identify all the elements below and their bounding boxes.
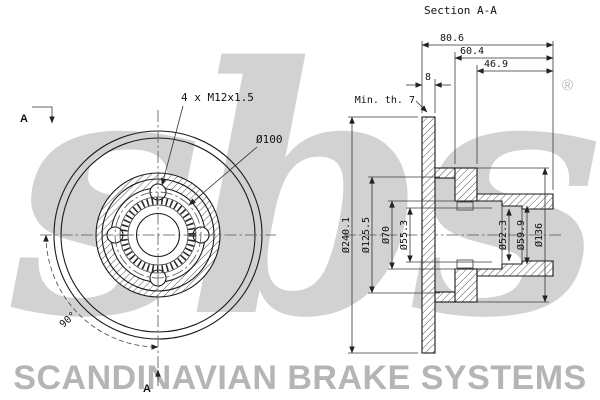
section-title: Section A-A (424, 4, 497, 17)
bolt-circle-label: Ø100 (256, 133, 283, 146)
dim-bore599: Ø59.9 (515, 220, 527, 250)
bolt-circle-leader-line (188, 146, 258, 206)
disc-plate-section (421, 116, 436, 354)
section-marker-top-label: A (20, 113, 28, 125)
hat-wall-bottom (434, 291, 456, 303)
min-thickness-leader (415, 100, 428, 113)
dim-bore553: Ø55.3 (398, 220, 410, 250)
dim-hat-dia: Ø125.5 (360, 217, 372, 253)
dim-bore70: Ø70 (380, 226, 392, 244)
dim-total-width: 80.6 (440, 33, 464, 44)
bearing-housing-top-wall (476, 193, 554, 210)
flange-top (454, 167, 478, 202)
dim-outer-dia: Ø240.1 (340, 217, 352, 253)
flange-bottom (454, 268, 478, 303)
bearing-race-bottom (456, 259, 474, 269)
section-marker-bottom-label: A (143, 383, 151, 395)
bearing-housing-bottom-wall (476, 260, 554, 277)
hat-wall-top (434, 167, 456, 179)
angle-arc (43, 234, 159, 350)
min-thickness-note: Min. th. 7 (355, 95, 415, 106)
bearing-race-top (456, 201, 474, 211)
section-marker-top-line (32, 106, 55, 124)
dim-hub-width: 60.4 (460, 46, 484, 57)
dim-flange-dia: Ø136 (533, 223, 545, 247)
section-view: 80.6 60.4 46.9 8 Min. th. 7 Ø240.1 Ø125.… (340, 33, 562, 354)
thread-callout-label: 4 x M12x1.5 (181, 91, 254, 104)
dim-disc-thickness: 8 (425, 72, 431, 83)
dim-inner-width: 46.9 (484, 59, 508, 70)
thread-leader-line (161, 105, 184, 186)
registered-mark: ® (562, 77, 573, 94)
dim-bore523: Ø52.3 (497, 220, 509, 250)
footer-brand-text: SCANDINAVIAN BRAKE SYSTEMS (13, 359, 586, 397)
